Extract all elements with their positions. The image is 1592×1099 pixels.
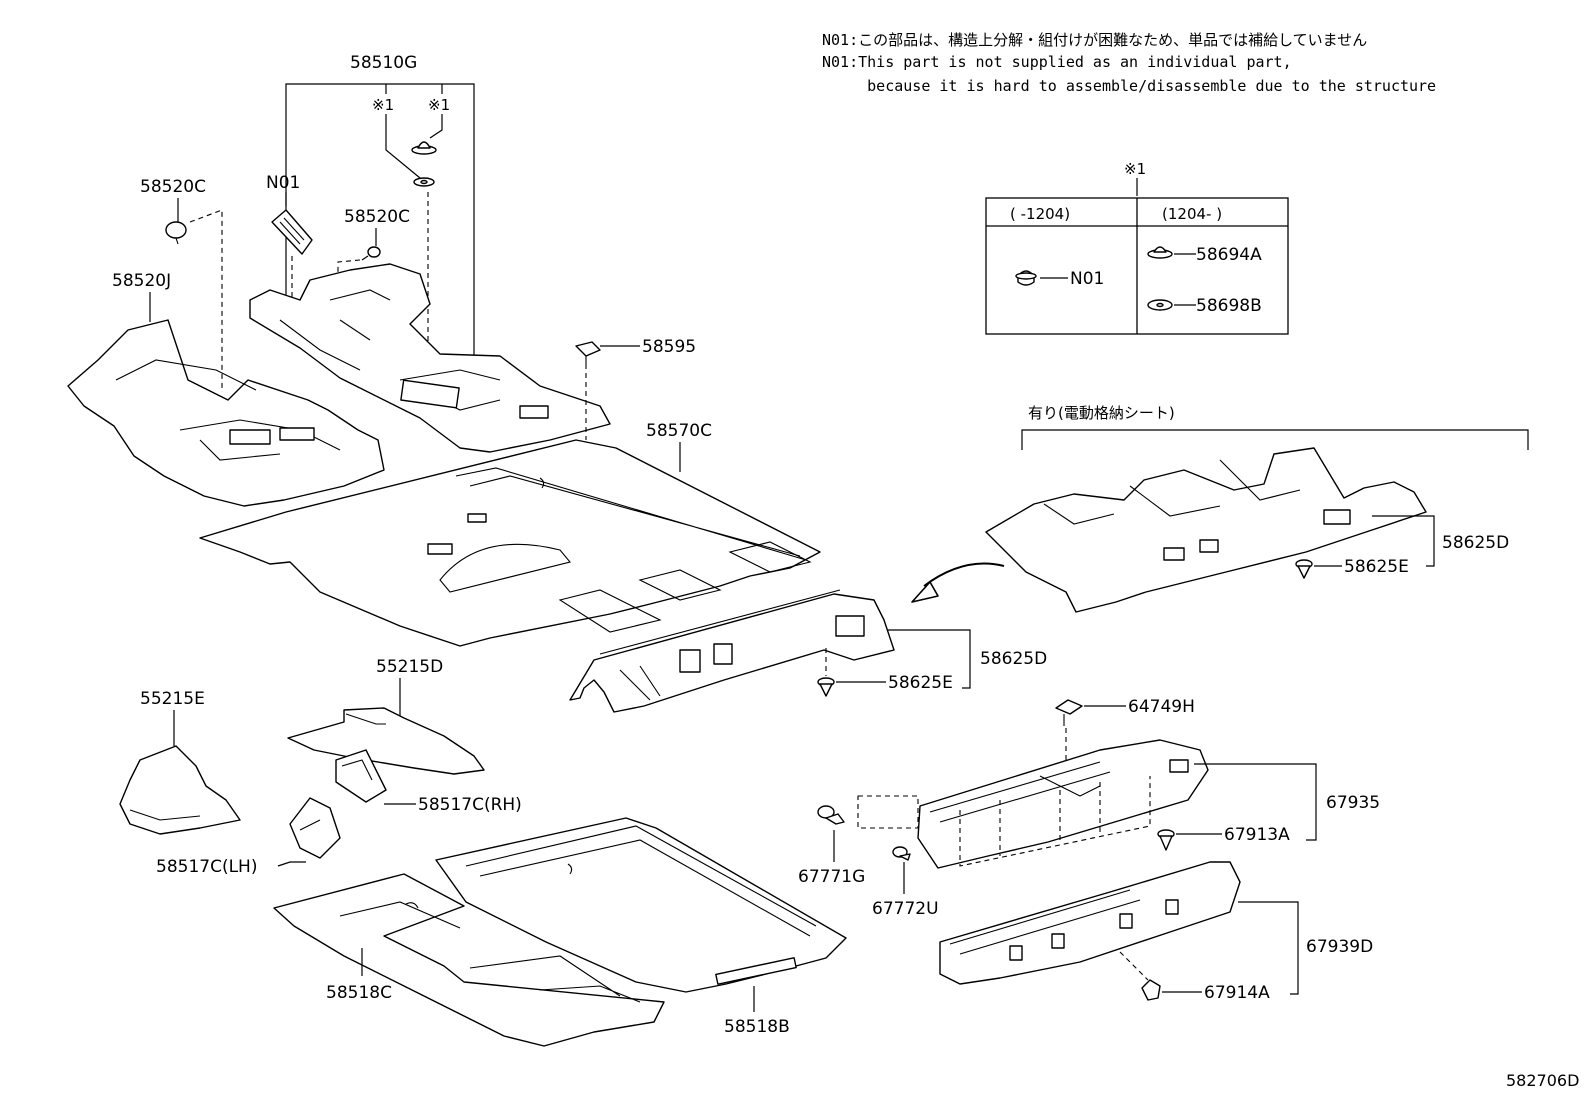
bracket-64749h-icon [1055,699,1083,726]
rear-carpet-58570c [199,439,821,647]
version-table: ※1 ( -1204) (1204- ) N01 58694A 58698B [985,160,1289,335]
washer-icon [413,177,435,187]
label-67772u: 67772U [872,899,939,919]
label-58625e-upper: 58625E [1344,557,1409,577]
side-pads-group: 55215D 55215E 58517C(RH) 58517C(LH) [119,657,522,877]
n01-pad-icon [271,209,313,255]
clip-67771g-icon [817,805,845,825]
clip-58595-icon [575,341,601,364]
clip-67772u-icon [892,846,911,861]
label-58595: 58595 [642,337,696,357]
trim-67935 [917,739,1209,869]
clip-icon [411,141,437,155]
floor-carpets-group: 58518B 58518C [273,817,847,1047]
label-mark1-b: ※1 [428,96,450,114]
label-58625d-lower: 58625D [980,649,1047,669]
front-carpet-58520j [67,319,385,507]
note-line-2: N01:This part is not supplied as an indi… [822,53,1292,71]
label-58517c-rh: 58517C(RH) [418,795,522,815]
clip-67914a-icon [1141,979,1161,1001]
label-67771g: 67771G [798,867,865,887]
figure-id: 582706D [1506,1071,1579,1090]
label-55215d: 55215D [376,657,443,677]
label-58570c: 58570C [646,421,712,441]
label-67939d: 67939D [1306,937,1373,957]
trim-67939d [939,861,1241,985]
table-mark: ※1 [1124,160,1146,178]
table-col2: (1204- ) [1162,205,1222,223]
note-line-3: because it is hard to assemble/disassemb… [822,77,1437,95]
label-n01: N01 [266,173,300,193]
clip-58625e-lower-icon [817,677,835,697]
carpet-58518b [435,817,847,993]
label-64749h: 64749H [1128,697,1195,717]
clip-67913a-icon [1157,829,1175,851]
fastener-58520c-a-icon [165,221,187,245]
pad-58517c-lh [289,797,341,859]
clip-58625e-upper-icon [1295,559,1313,579]
fastener-58520c-b-icon [361,246,381,261]
pad-55215e [119,745,241,835]
pad-58517c-rh [335,749,387,803]
carpet-58518c [273,873,665,1047]
label-58520c-a: 58520C [140,177,206,197]
label-67913a: 67913A [1224,825,1290,845]
carpet-58570c-group: 58595 58570C [199,337,821,647]
n01-clip-icon [1015,270,1037,286]
label-55215e: 55215E [140,689,205,709]
brace-58625d-lower-group: 58625D 58625E [569,589,1047,713]
label-58625e-lower: 58625E [888,673,953,693]
label-58520c-b: 58520C [344,207,410,227]
trim-67935-group: 64749H 67935 67913A 67771G 67772U [798,697,1380,1003]
front-carpet-upper [249,263,611,453]
label-58625d-upper: 58625D [1442,533,1509,553]
label-58517c-lh: 58517C(LH) [156,857,257,877]
label-mark1-a: ※1 [372,96,394,114]
note-line-1: N01:この部品は、構造上分解・組付けが困難なため、単品では補給していません [822,31,1368,49]
pad-55215d [287,707,485,775]
table-part-b: 58698B [1196,296,1262,316]
label-67914a: 67914A [1204,983,1270,1003]
power-seat-label: 有り(電動格納シート) [1028,404,1175,422]
label-67935: 67935 [1326,793,1380,813]
brace-58625d-upper [985,447,1427,613]
label-58518c: 58518C [326,983,392,1003]
table-part-a: 58694A [1196,245,1262,265]
table-col1: ( -1204) [1010,205,1070,223]
table-n01: N01 [1070,269,1104,289]
brace-58625d-lower [569,589,895,713]
label-58510g: 58510G [350,53,417,73]
power-seat-option-group: 有り(電動格納シート) 58625D 58625E [911,404,1529,613]
label-58518b: 58518B [724,1017,790,1037]
clip-58694a-icon [1147,246,1173,259]
carpet-group-58510g: 58510G ※1 ※1 N01 58520C [67,53,611,507]
label-58520j: 58520J [112,271,171,291]
washer-58698b-icon [1147,299,1173,311]
